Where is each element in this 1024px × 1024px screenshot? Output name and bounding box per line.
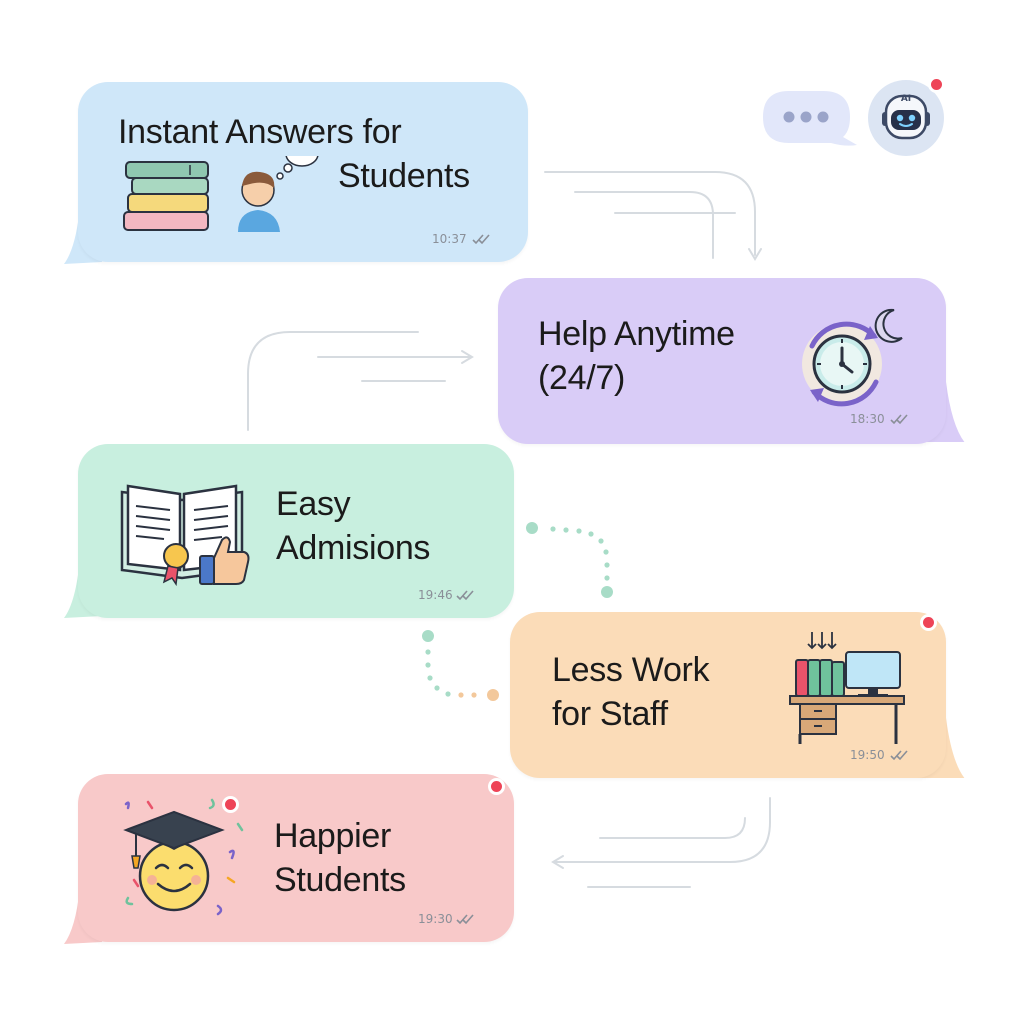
title-line: Less Work [552, 651, 710, 689]
title-line: Students [274, 861, 406, 899]
timestamp: 19:46 [418, 588, 453, 602]
message-less-work[interactable]: Less Work for Staff 19:50 [510, 612, 965, 780]
title-line: Help Anytime [538, 315, 735, 353]
book-thumbs-up-icon [120, 484, 250, 587]
connector-path [554, 797, 771, 863]
connector-path [574, 191, 714, 259]
dotted-connector [458, 689, 499, 701]
student-books-icon [123, 156, 319, 232]
avatar-label: AI [900, 94, 912, 104]
connector-path [247, 331, 419, 431]
message-title: Less Work for Staff [552, 648, 710, 736]
title-line: Students [338, 157, 470, 195]
timestamp: 19:30 [418, 912, 453, 926]
typing-indicator [761, 87, 861, 149]
read-ticks-icon [456, 914, 474, 925]
title-line: for Staff [552, 695, 668, 733]
message-easy-admissions[interactable]: Easy Admisions 19:46 [62, 444, 516, 620]
message-title: Happier Students [274, 814, 406, 902]
message-title: Easy Admisions [276, 482, 430, 570]
title-line: Happier [274, 817, 391, 855]
read-ticks-icon [890, 750, 908, 761]
read-ticks-icon [472, 234, 490, 245]
connector-path [599, 817, 746, 839]
read-ticks-icon [456, 590, 474, 601]
message-instant-answers[interactable]: Instant Answers for Students 10:37 [62, 82, 528, 266]
message-help-anytime[interactable]: Help Anytime (24/7) 18:30 [498, 278, 965, 446]
arrowhead [461, 350, 474, 364]
ai-avatar[interactable]: AI [866, 76, 946, 158]
timestamp: 19:50 [850, 748, 885, 762]
timestamp: 10:37 [432, 232, 467, 246]
dotted-connector [422, 522, 613, 697]
notification-dot [928, 76, 945, 93]
clock-moon-icon [802, 308, 903, 407]
typing-dots-icon [763, 91, 857, 146]
connector-path [544, 171, 756, 256]
title-line: (24/7) [538, 359, 626, 397]
message-happier-students[interactable]: Happier Students [62, 774, 516, 946]
title-line: Instant Answers for [118, 113, 402, 151]
notification-dot [222, 796, 239, 813]
message-title: Instant Answers for Students [118, 110, 470, 198]
robot-icon [868, 80, 944, 156]
graduate-smile-icon [123, 798, 244, 916]
notification-dot [920, 614, 937, 631]
timestamp: 18:30 [850, 412, 885, 426]
notification-dot [488, 778, 505, 795]
title-line: Easy [276, 485, 351, 523]
read-ticks-icon [890, 414, 908, 425]
message-title: Help Anytime (24/7) [538, 312, 735, 400]
arrowhead [748, 248, 762, 261]
title-line: Admisions [276, 529, 431, 567]
arrowhead [551, 855, 564, 869]
office-desk-icon [789, 632, 905, 744]
